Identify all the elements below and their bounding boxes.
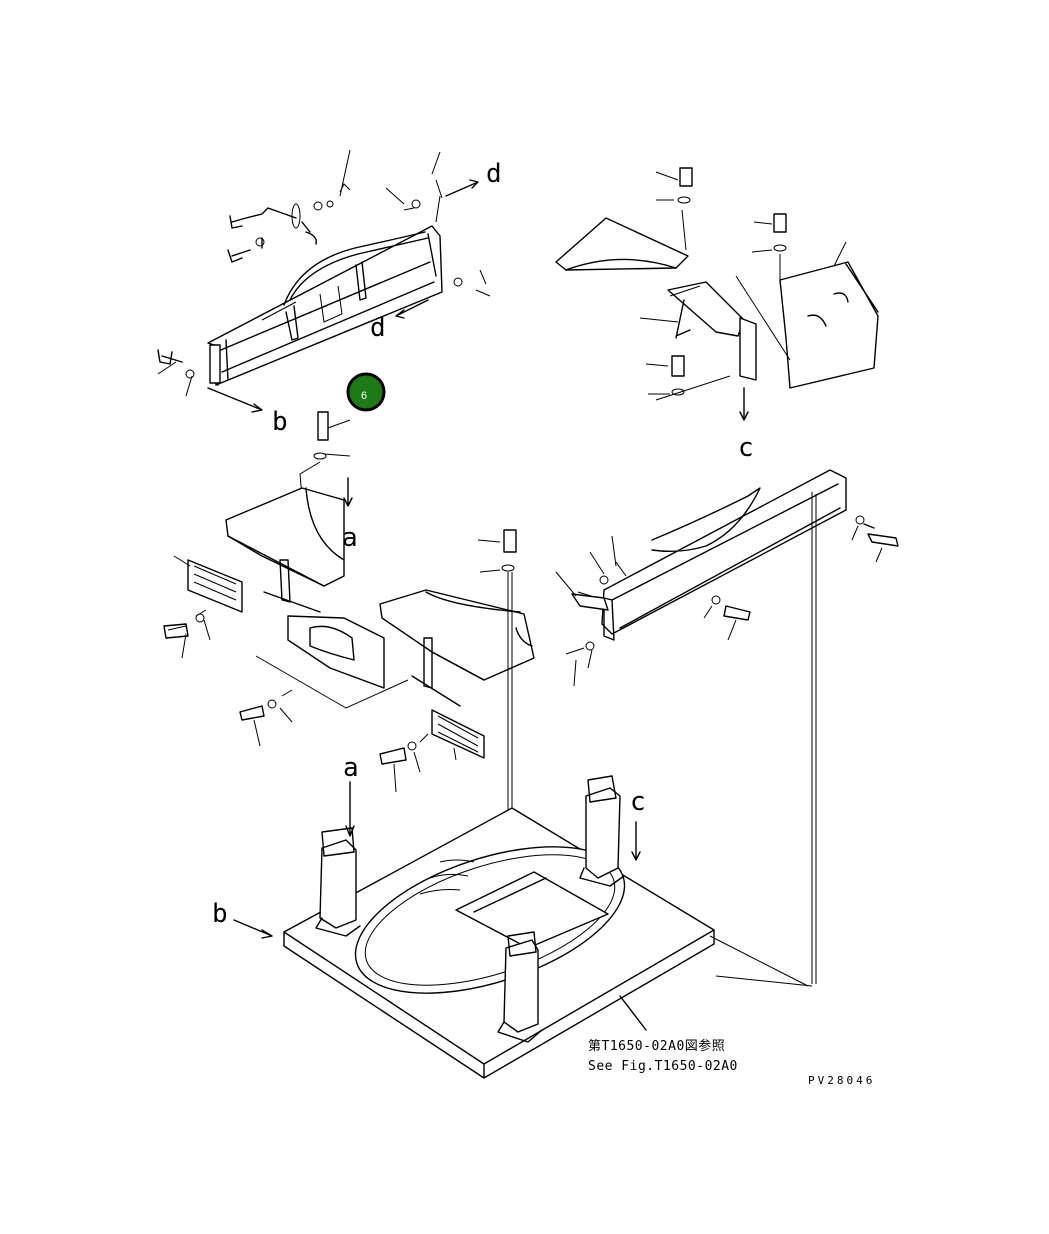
ref-label-c: c: [738, 433, 754, 463]
ref-label-a: a: [342, 523, 358, 553]
left-side-cover: [163, 411, 409, 747]
arrow-c-bottom: [631, 821, 641, 861]
arrow-d-mid: [395, 299, 429, 319]
right-side-rail: [555, 469, 899, 987]
upper-left-fasteners: [157, 149, 491, 397]
ref-label-b: b: [272, 407, 288, 437]
base-posts: [315, 775, 625, 1043]
ref-label-b: b: [212, 899, 228, 929]
rear-cover-frame: [207, 225, 443, 386]
ref-label-d: d: [486, 159, 502, 189]
arrow-b-top: [207, 387, 263, 413]
center-cover: [379, 529, 535, 948]
ref-label-d: d: [370, 313, 386, 343]
drawing-code: PV28046: [808, 1074, 875, 1087]
ref-label-c: c: [630, 787, 646, 817]
arrow-d-top: [445, 179, 479, 197]
upper-right-fasteners: [639, 167, 847, 396]
arrow-c-top: [739, 387, 749, 421]
base-plate: [283, 807, 809, 1079]
upper-right-covers: [555, 217, 879, 401]
arrow-b-bottom: [233, 919, 273, 939]
arrow-a-bottom: [345, 781, 355, 837]
ref-label-a: a: [343, 753, 359, 783]
reference-note-en: See Fig.T1650-02A0: [588, 1059, 738, 1074]
reference-note-jp: 第T1650-02A0図参照: [588, 1038, 725, 1054]
callout-6-number: 6: [361, 390, 367, 402]
arrow-a-top: [343, 477, 353, 507]
callout-6-hotspot[interactable]: 6: [346, 372, 386, 412]
